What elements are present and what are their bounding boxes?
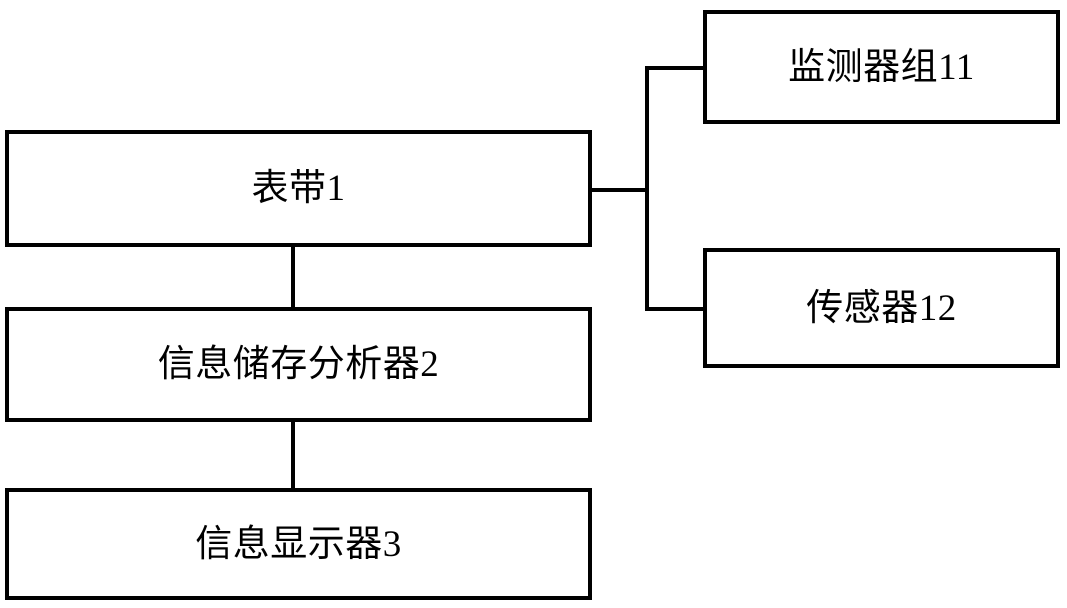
node-info-storage-analyzer[interactable]: 信息储存分析器2 xyxy=(5,307,592,422)
node-watch-band[interactable]: 表带1 xyxy=(5,130,592,247)
node-info-storage-analyzer-label: 信息储存分析器2 xyxy=(157,344,440,385)
node-monitor-group-label: 监测器组11 xyxy=(788,46,975,88)
connector-trunk-to-monitor-group xyxy=(645,66,705,70)
connector-trunk-vertical xyxy=(645,66,649,311)
connector-band-to-trunk xyxy=(588,188,649,192)
node-sensor[interactable]: 传感器12 xyxy=(703,248,1060,368)
connector-analyzer-to-display xyxy=(291,418,295,492)
connector-band-to-analyzer xyxy=(291,243,295,311)
node-monitor-group[interactable]: 监测器组11 xyxy=(703,10,1060,124)
connector-trunk-to-sensor xyxy=(645,307,705,311)
node-info-display[interactable]: 信息显示器3 xyxy=(5,488,592,600)
node-watch-band-label: 表带1 xyxy=(251,168,346,209)
node-info-display-label: 信息显示器3 xyxy=(195,523,402,565)
node-sensor-label: 传感器12 xyxy=(806,287,957,329)
